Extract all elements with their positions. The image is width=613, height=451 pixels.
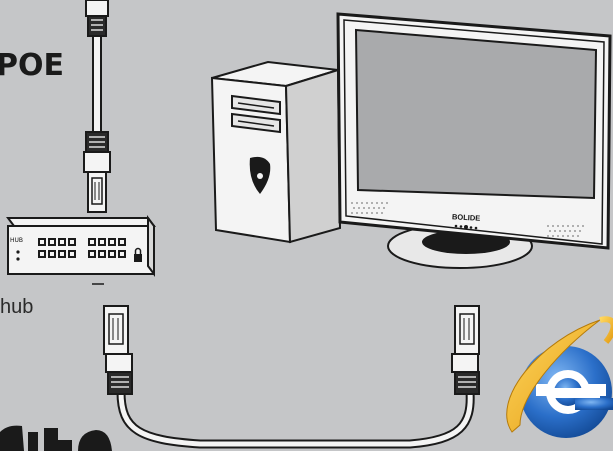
top-patch-cable-icon bbox=[83, 0, 111, 213]
poe-title: POE bbox=[0, 48, 64, 83]
hub-caption: hub bbox=[0, 296, 34, 318]
partial-logo-icon bbox=[0, 425, 112, 451]
hub-tag-text: HUB bbox=[10, 237, 23, 244]
ethernet-cable-icon bbox=[103, 305, 480, 449]
network-hub-icon: HUB bbox=[6, 215, 156, 285]
internet-explorer-icon bbox=[506, 316, 613, 438]
desktop-computer-icon bbox=[210, 60, 342, 244]
monitor-icon: BOLIDE bbox=[336, 12, 612, 269]
monitor-brand-text: BOLIDE bbox=[452, 212, 481, 222]
